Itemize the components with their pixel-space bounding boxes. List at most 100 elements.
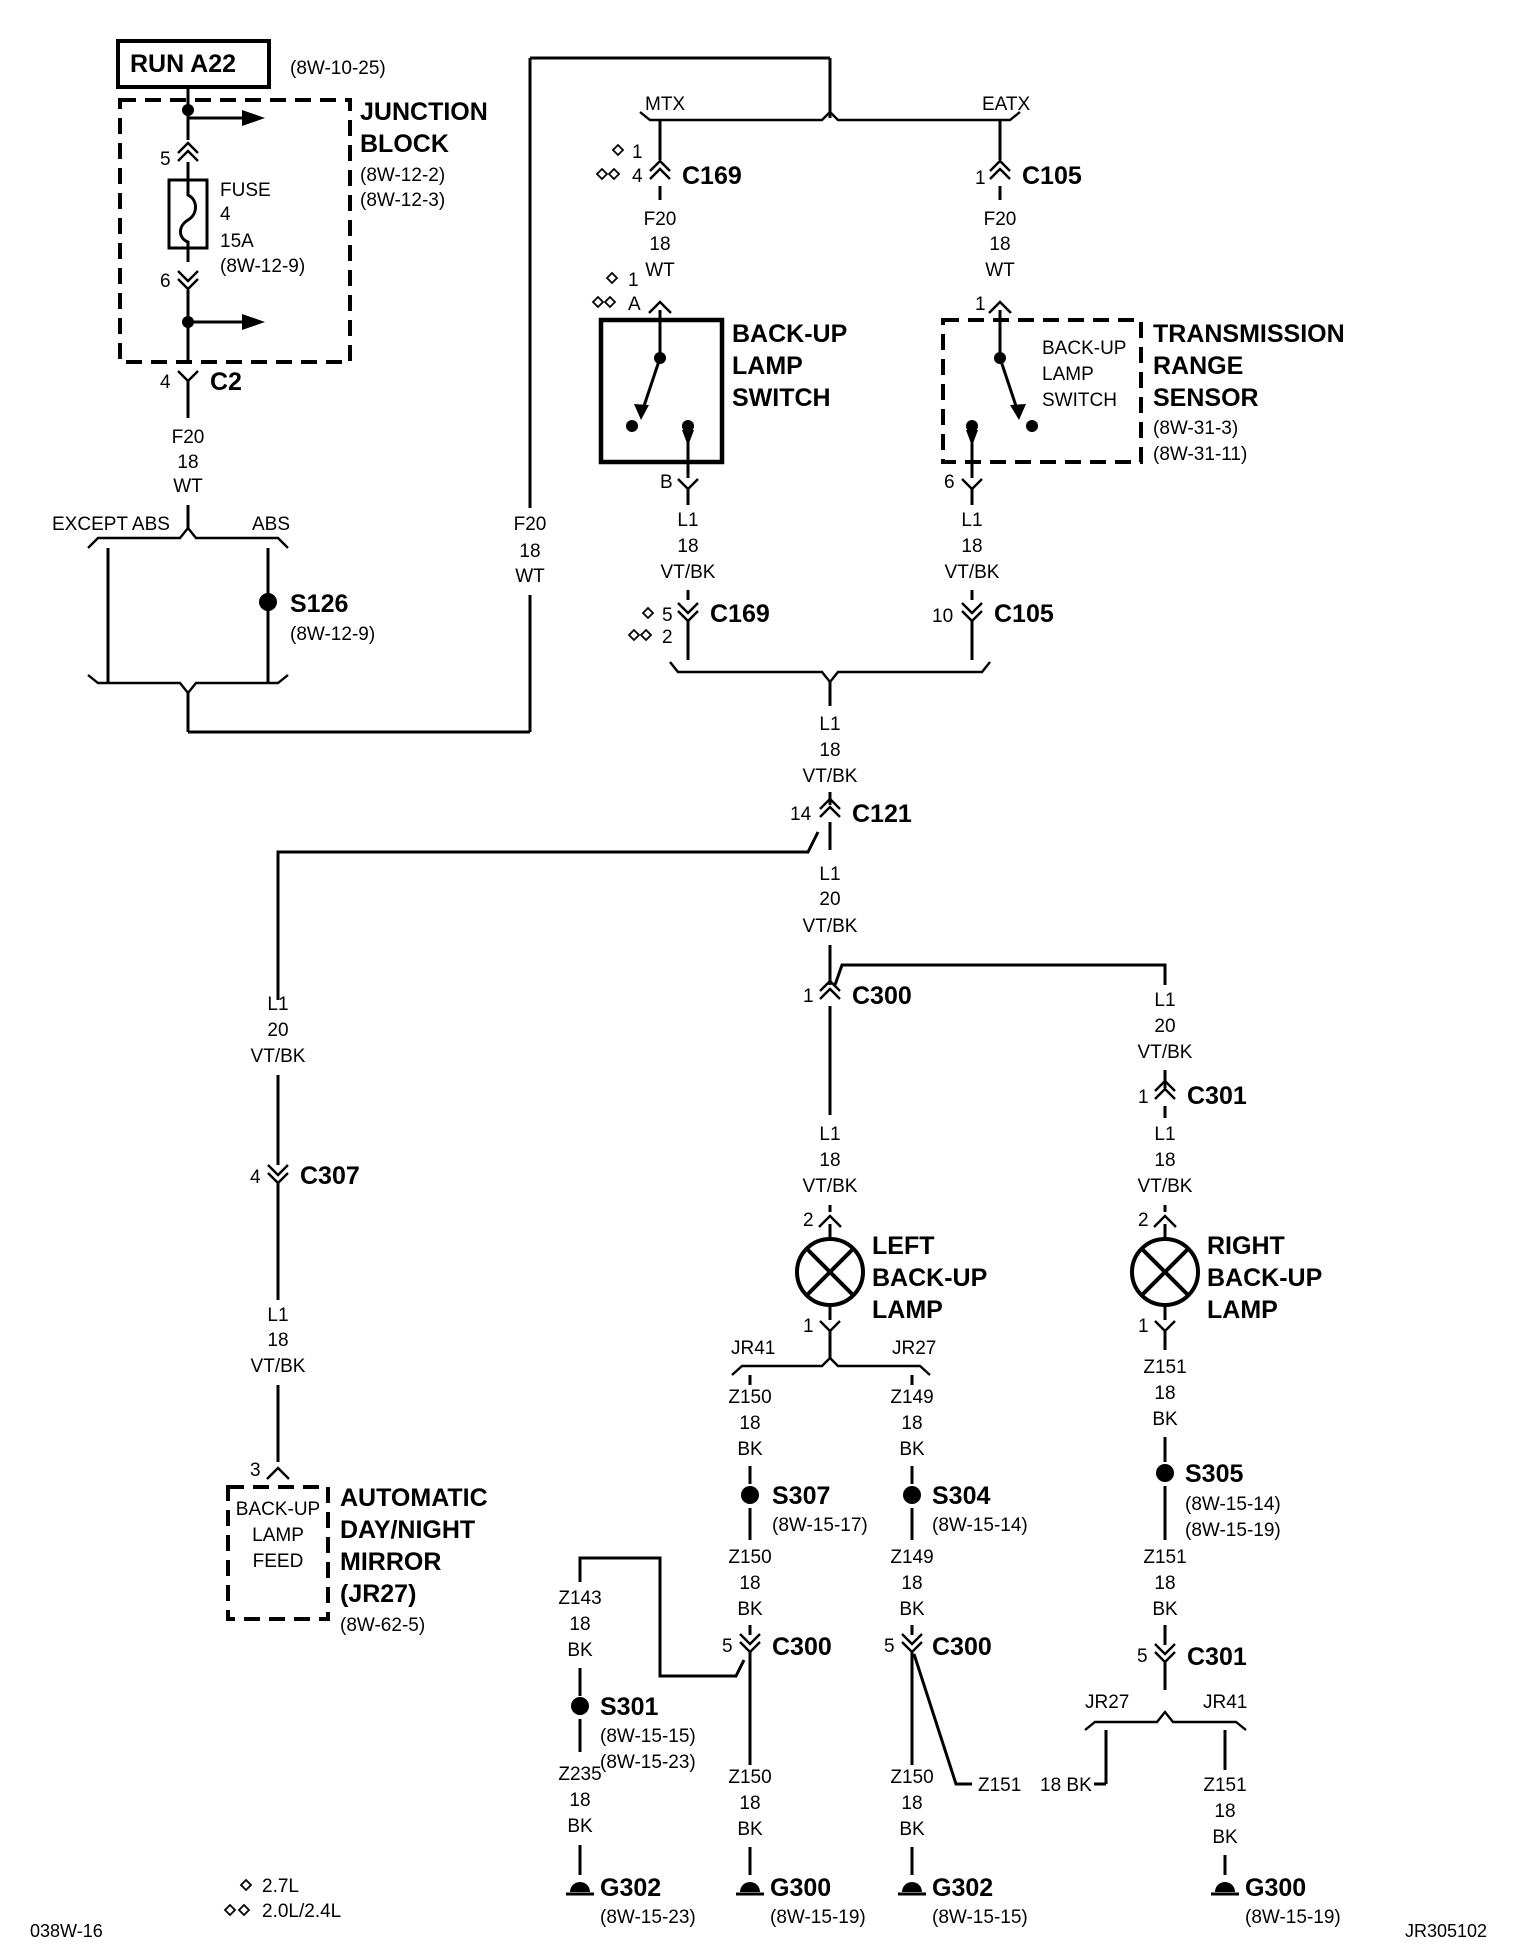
c2-pin: 4 [160, 372, 171, 393]
fuse-ref: (8W-12-9) [220, 256, 305, 277]
connector-c300-bottom-right: 5 C300 Z151 [884, 1632, 1021, 1796]
trans-split: MTX EATX [639, 94, 1031, 160]
s301-ref2: (8W-15-23) [600, 1752, 696, 1773]
mirror-inner-line2: LAMP [252, 1525, 304, 1546]
wire-gauge: 18 [739, 1413, 760, 1434]
connector-c300-bottom-left: 5 C300 [578, 1556, 832, 1765]
wire-gauge: 18 [177, 452, 198, 473]
wire-z150-c: Z150 18 BK [728, 1767, 772, 1875]
wire-color: VT/BK [251, 1046, 306, 1067]
right-lamp-line3: LAMP [1207, 1296, 1278, 1324]
wire-color: BK [899, 1439, 925, 1460]
wire-code: Z149 [890, 1547, 933, 1568]
join-bracket [669, 661, 991, 684]
wire-gauge: 18 [1154, 1383, 1175, 1404]
run-a22-box [116, 39, 271, 89]
wire-color: WT [985, 260, 1015, 281]
s304-ref: (8W-15-14) [932, 1515, 1028, 1536]
sensor-ref1: (8W-31-3) [1153, 418, 1238, 439]
wire-gauge: 20 [819, 889, 840, 910]
wire-code: Z151 [1203, 1775, 1246, 1796]
left-lamp-line2: BACK-UP [872, 1264, 987, 1292]
c300-br-name: C300 [932, 1633, 992, 1661]
run-a22-ref: (8W-10-25) [290, 58, 386, 79]
wire-z151-b: Z151 18 BK [1143, 1547, 1187, 1645]
switch-name-line1: BACK-UP [732, 320, 847, 348]
wire-gauge: 18 [989, 234, 1010, 255]
wire-code: L1 [819, 714, 840, 735]
wire-code: L1 [677, 510, 698, 531]
bk-tag: 18 BK [1040, 1775, 1092, 1796]
right-lamp-pin-out: 1 [1138, 1316, 1149, 1337]
s305-name: S305 [1185, 1460, 1243, 1488]
c121-pin: 14 [790, 804, 812, 825]
wire-code: L1 [267, 994, 288, 1015]
ground-g302-right: G302 (8W-15-15) [896, 1874, 1028, 1928]
mirror-box [226, 1485, 330, 1621]
wire-f20-d: F20 18 WT [984, 209, 1017, 281]
sensor-inner-line3: SWITCH [1042, 390, 1117, 411]
wire-l1-f: L1 18 VT/BK [251, 1305, 306, 1462]
fuse-rating: 15A [220, 231, 254, 252]
wire-f20-c: F20 18 WT [644, 209, 677, 281]
wire-gauge: 18 [569, 1614, 590, 1635]
wire-gauge: 18 [649, 234, 670, 255]
sensor-box [941, 318, 1143, 464]
ground-ref: (8W-15-19) [770, 1907, 866, 1928]
c121-name: C121 [852, 800, 912, 828]
wire-code: F20 [644, 209, 677, 230]
connector-c105-bottom: 10 C105 [932, 600, 1054, 660]
left-lamp-pin-out: 1 [803, 1316, 814, 1337]
connector-c105-top: 1 C105 [975, 159, 1082, 200]
ground-g302-left: G302 (8W-15-23) [564, 1874, 696, 1928]
wire-code: F20 [984, 209, 1017, 230]
sensor-pin-in: 1 [975, 294, 986, 315]
wire-color: BK [737, 1599, 763, 1620]
transmission-range-sensor: 1 BACK-UP LAMP SWITCH TRANSMISSION RANGE… [941, 294, 1345, 505]
legend-double: 2.0L/2.4L [262, 1901, 341, 1922]
switch-name-line3: SWITCH [732, 384, 831, 412]
s301-ref1: (8W-15-15) [600, 1726, 696, 1747]
wire-z149-a: Z149 18 BK [890, 1387, 934, 1484]
left-lamp-line1: LEFT [872, 1232, 935, 1260]
wire-gauge: 18 [267, 1330, 288, 1351]
wire-code: Z151 [1143, 1357, 1186, 1378]
engine-legend: 2.7L 2.0L/2.4L [224, 1876, 341, 1922]
left-lamp-line3: LAMP [872, 1296, 943, 1324]
wire-z150-b: Z150 18 BK [728, 1547, 772, 1635]
c300-bl-pin: 5 [722, 1636, 733, 1657]
wire-code: Z150 [728, 1387, 771, 1408]
wire-color: BK [1152, 1599, 1178, 1620]
left-backup-lamp: 2 LEFT BACK-UP LAMP 1 [795, 1210, 987, 1358]
wire-color: BK [567, 1816, 593, 1837]
right-backup-lamp: 2 RIGHT BACK-UP LAMP 1 [1130, 1210, 1322, 1350]
connector-c169-bottom: 5 2 C169 [628, 600, 770, 660]
splice-s301: S301 (8W-15-15) (8W-15-23) [571, 1693, 696, 1773]
left-split-jr41: JR41 [731, 1338, 775, 1359]
mirror-inner-line3: FEED [253, 1551, 304, 1572]
wire-gauge: 18 [1154, 1150, 1175, 1171]
wire-z150-a: Z150 18 BK [728, 1387, 772, 1484]
c169-bot-pin-b: 2 [662, 627, 673, 648]
wire-code: Z235 [558, 1764, 601, 1785]
ground-ref: (8W-15-15) [932, 1907, 1028, 1928]
wire-l1-e: L1 20 VT/BK [251, 994, 306, 1165]
right-split: JR27 JR41 18 BK [1040, 1692, 1247, 1796]
abs-split: EXCEPT ABS ABS S126 (8W-12-9) [52, 514, 532, 734]
left-split: JR41 JR27 [731, 1338, 936, 1385]
wire-l1-c: L1 18 VT/BK [803, 714, 858, 805]
wire-l1-b: L1 18 VT/BK [945, 510, 1000, 600]
wire-code: Z150 [890, 1767, 933, 1788]
connector-c300-top: 1 C300 [803, 963, 1167, 1115]
c169-bot-pin-a: 5 [662, 605, 673, 626]
c169-top-pin-a: 1 [632, 142, 643, 163]
wire-color: VT/BK [803, 1176, 858, 1197]
sensor-name-line3: SENSOR [1153, 384, 1259, 412]
switch-pin-in-b: A [628, 294, 641, 315]
wire-code: L1 [961, 510, 982, 531]
connector-c301-top: 1 C301 [1138, 1079, 1247, 1118]
auto-day-night-mirror: 3 BACK-UP LAMP FEED AUTOMATIC DAY/NIGHT … [226, 1460, 488, 1636]
eatx-label: EATX [982, 94, 1031, 115]
ground-ref: (8W-15-23) [600, 1907, 696, 1928]
wire-l1-a: L1 18 VT/BK [661, 510, 716, 600]
